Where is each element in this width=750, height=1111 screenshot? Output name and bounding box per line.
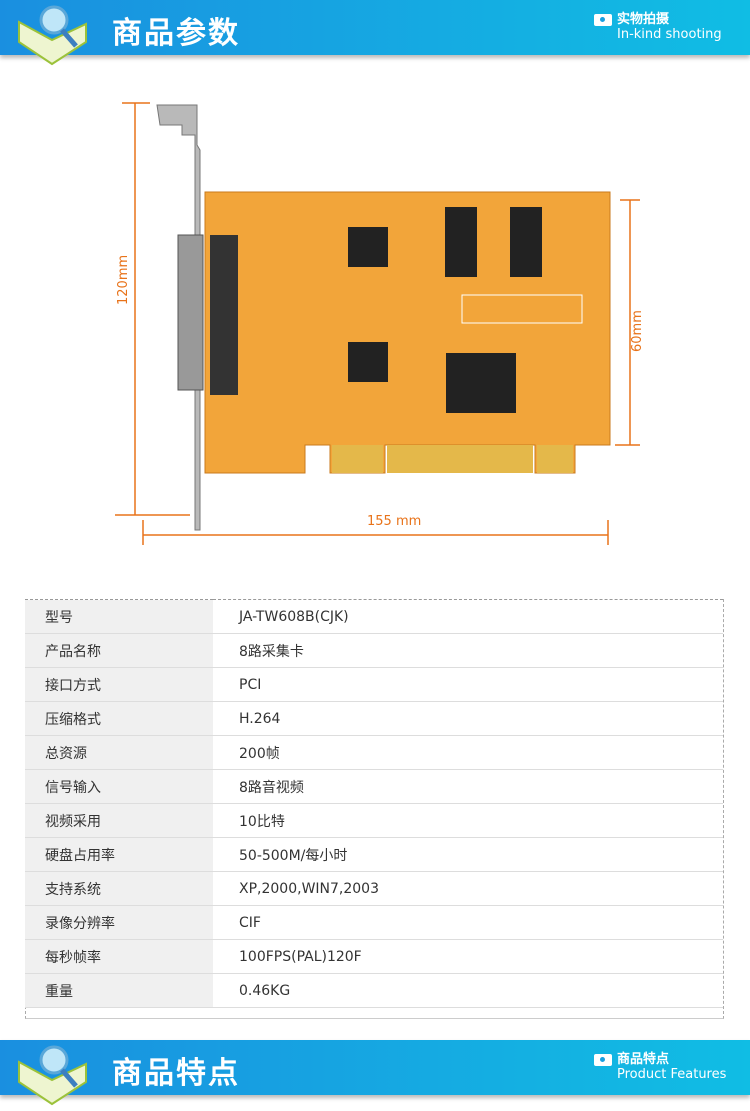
spec-value: JA-TW608B(CJK) bbox=[213, 599, 723, 634]
spec-key: 硬盘占用率 bbox=[25, 837, 213, 872]
footer-sub-en: Product Features bbox=[617, 1067, 727, 1082]
spec-value: 200帧 bbox=[213, 735, 723, 770]
width-dimension: 155 mm bbox=[367, 514, 422, 529]
spec-key: 视频采用 bbox=[25, 803, 213, 838]
header-sub-cn: 实物拍摄 bbox=[617, 12, 670, 27]
pcb-height-dimension: 60mm bbox=[630, 310, 645, 352]
header-sub-en: In-kind shooting bbox=[617, 27, 722, 42]
spec-key: 录像分辨率 bbox=[25, 905, 213, 940]
spec-value: 0.46KG bbox=[213, 973, 723, 1008]
spec-key: 重量 bbox=[25, 973, 213, 1008]
spec-key: 产品名称 bbox=[25, 633, 213, 668]
footer-sub-cn: 商品特点 bbox=[617, 1052, 670, 1067]
spec-key: 支持系统 bbox=[25, 871, 213, 906]
height-dimension: 120mm bbox=[116, 254, 131, 305]
spec-key: 型号 bbox=[25, 599, 213, 634]
spec-value: 10比特 bbox=[213, 803, 723, 838]
camera-icon bbox=[594, 1054, 612, 1066]
spec-value: 8路采集卡 bbox=[213, 633, 723, 668]
spec-key: 信号输入 bbox=[25, 769, 213, 804]
spec-key: 每秒帧率 bbox=[25, 939, 213, 974]
spec-key: 接口方式 bbox=[25, 667, 213, 702]
header-title: 商品参数 bbox=[112, 16, 240, 51]
spec-value: XP,2000,WIN7,2003 bbox=[213, 871, 723, 906]
spec-key: 总资源 bbox=[25, 735, 213, 770]
spec-value: PCI bbox=[213, 667, 723, 702]
spec-value: 100FPS(PAL)120F bbox=[213, 939, 723, 974]
book-magnifier-icon bbox=[18, 1045, 87, 1106]
spec-value: H.264 bbox=[213, 701, 723, 736]
spec-value: 50-500M/每小时 bbox=[213, 837, 723, 872]
spec-value: 8路音视频 bbox=[213, 769, 723, 804]
footer-title: 商品特点 bbox=[112, 1056, 240, 1091]
spec-value: CIF bbox=[213, 905, 723, 940]
product-photo bbox=[115, 102, 640, 545]
camera-icon bbox=[594, 14, 612, 26]
book-magnifier-icon bbox=[18, 5, 87, 66]
spec-key: 压缩格式 bbox=[25, 701, 213, 736]
